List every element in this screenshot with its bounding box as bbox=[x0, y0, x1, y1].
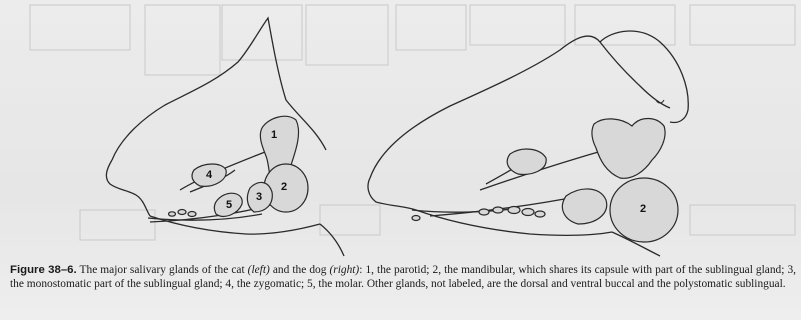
dog-labels: 2 bbox=[640, 203, 646, 215]
caption-right-word: (right) bbox=[329, 264, 359, 276]
cat-muzzle bbox=[106, 160, 150, 216]
dog-label-2: 2 bbox=[640, 203, 646, 215]
figure-label: Figure 38–6. bbox=[10, 264, 77, 276]
dog-ear bbox=[600, 42, 670, 108]
salivary-gland-figure: 1 2 3 4 5 bbox=[0, 0, 801, 258]
cat-jaw bbox=[150, 216, 320, 234]
dog-parotid-duct bbox=[480, 148, 612, 190]
cat-label-5: 5 bbox=[226, 199, 232, 211]
cat-neck bbox=[320, 224, 344, 256]
dog-glands bbox=[412, 119, 678, 243]
caption-text-2: and the dog bbox=[270, 264, 330, 276]
cat-label-4: 4 bbox=[206, 169, 213, 181]
dog-mandibular-duct bbox=[430, 196, 580, 216]
cat-glands bbox=[169, 116, 309, 216]
cat-label-1: 1 bbox=[271, 129, 277, 141]
dog-sublingual-gland bbox=[562, 189, 606, 224]
caption-text-1: The major salivary glands of the cat bbox=[77, 264, 248, 276]
cat-label-2: 2 bbox=[281, 181, 287, 193]
caption-left-word: (left) bbox=[248, 264, 270, 276]
cat-label-3: 3 bbox=[256, 191, 262, 203]
figure-caption: Figure 38–6. The major salivary glands o… bbox=[10, 264, 796, 291]
cat-drawing bbox=[106, 18, 344, 256]
dog-parotid-gland bbox=[592, 119, 665, 179]
dog-zygomatic-gland bbox=[507, 149, 546, 174]
